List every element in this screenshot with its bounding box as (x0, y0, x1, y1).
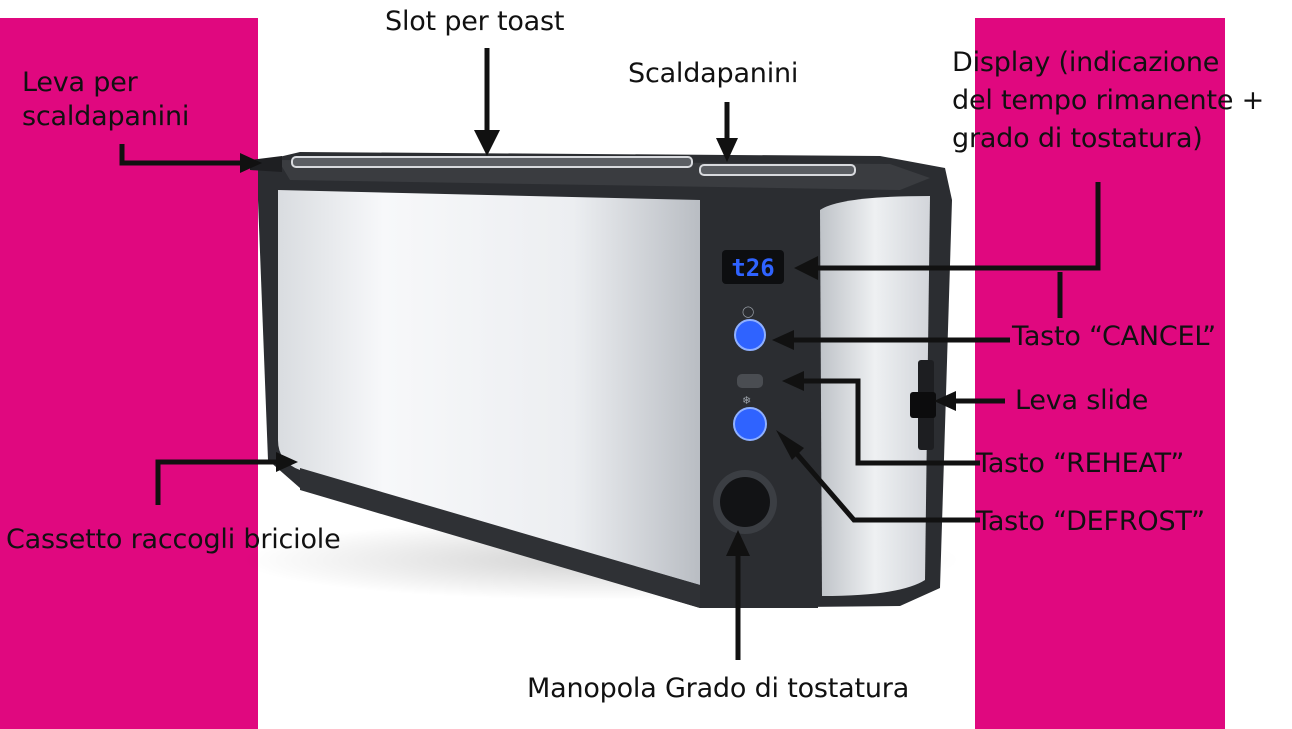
label-display: Display (indicazione del tempo rimanente… (952, 47, 1265, 154)
arrowhead-crumb-tray (276, 452, 298, 472)
arrow-bun-lever (119, 144, 246, 166)
arrow-crumb-tray (155, 459, 282, 505)
arrowhead-cancel (772, 330, 794, 350)
slide-lever[interactable] (910, 392, 936, 418)
label-knob: Manopola Grado di tostatura (527, 673, 910, 704)
reheat-button[interactable] (737, 374, 763, 388)
cancel-symbol: ◯ (742, 305, 754, 318)
arrowhead-reheat (782, 371, 804, 391)
defrost-symbol: ❄ (742, 394, 751, 407)
arrowhead-display (794, 256, 818, 280)
callout-arrows (119, 48, 1101, 660)
arrowhead-knob (726, 530, 750, 556)
right-magenta-band (975, 18, 1225, 729)
label-defrost: Tasto “DEFROST” (976, 506, 1205, 537)
front-steel-panel (278, 190, 700, 585)
defrost-button[interactable] (733, 407, 767, 441)
label-reheat: Tasto “REHEAT” (976, 448, 1185, 479)
bun-warmer-rack (699, 164, 856, 176)
label-bun-lever: Leva per scaldapanini (22, 67, 190, 132)
side-steel-panel (820, 196, 930, 596)
arrowhead-bun-lever (240, 153, 262, 173)
arrowhead-bun-warmer (716, 138, 738, 162)
arrow-reheat (800, 378, 980, 466)
bun-warmer-lever[interactable] (250, 156, 282, 172)
display-window (722, 250, 784, 284)
arrowhead-defrost (776, 430, 804, 460)
label-crumb-tray: Cassetto raccogli briciole (6, 524, 341, 555)
bottom-strip (300, 468, 700, 608)
arrowhead-slot (474, 130, 500, 156)
cancel-button[interactable] (734, 319, 766, 351)
label-cancel: Tasto “CANCEL” (1012, 321, 1216, 352)
label-bun-warmer: Scaldapanini (628, 58, 799, 89)
toaster: t26 ◯ ❄ (240, 152, 960, 608)
toast-slot (291, 156, 693, 168)
label-slide-lever: Leva slide (1015, 385, 1149, 416)
arrowhead-slide (934, 391, 956, 411)
label-slot: Slot per toast (385, 6, 565, 37)
display-digits: t26 (731, 254, 774, 282)
arrow-display (810, 182, 1101, 271)
left-magenta-band (0, 18, 258, 729)
browning-knob[interactable] (720, 477, 770, 527)
arrow-defrost (788, 444, 980, 523)
